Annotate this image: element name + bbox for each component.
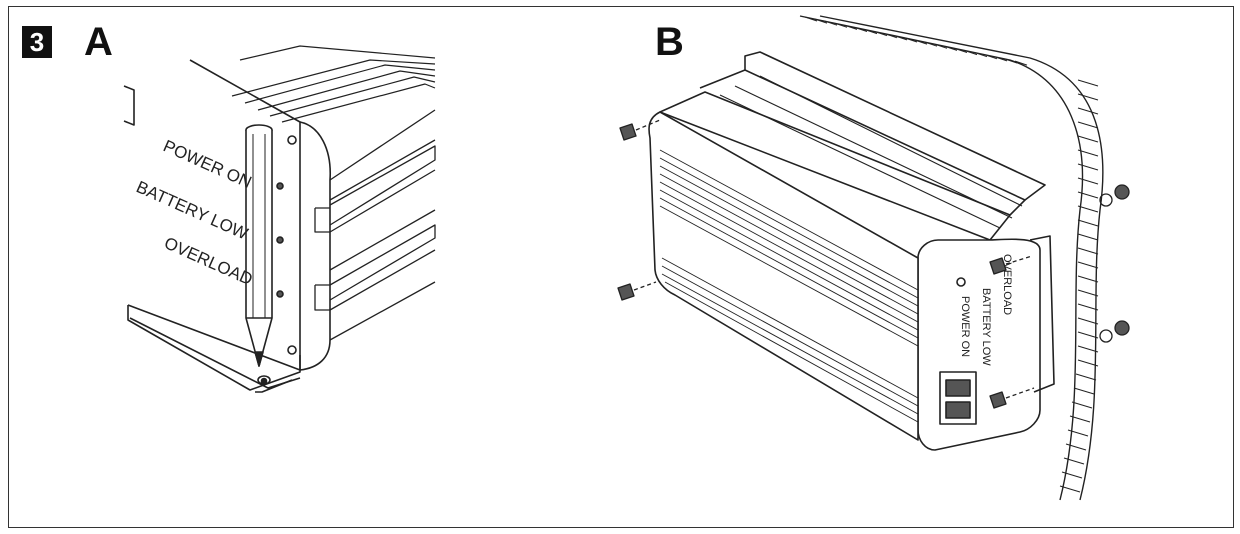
inverter-base-plate bbox=[127, 305, 301, 391]
panel-b-letter: B bbox=[655, 20, 684, 64]
mounting-flange bbox=[1029, 235, 1055, 393]
panel-a-labels: POWER ON BATTERY LOW OVERLOAD bbox=[133, 136, 255, 289]
panel-a-letter: A bbox=[84, 20, 113, 64]
panel-b-labels: POWER ON BATTERY LOW OVERLOAD bbox=[959, 254, 1013, 366]
mounting-screws bbox=[617, 119, 1130, 409]
side-fins bbox=[659, 149, 919, 423]
terminal-block bbox=[939, 371, 977, 425]
inverter-long-side bbox=[648, 111, 919, 441]
end-cap bbox=[299, 121, 331, 371]
inverter-end-face bbox=[917, 238, 1041, 451]
panel-b-drawing bbox=[617, 15, 1130, 501]
led-indicator bbox=[956, 277, 966, 287]
panel-a-label-power-on: POWER ON bbox=[160, 136, 254, 192]
panel-b-label-overload: OVERLOAD bbox=[1001, 254, 1013, 315]
step-number-badge: 3 bbox=[22, 26, 52, 58]
panel-a-label-battery-low: BATTERY LOW bbox=[133, 177, 250, 243]
pencil bbox=[245, 124, 273, 367]
top-fins bbox=[231, 45, 436, 123]
inverter-face-panel bbox=[127, 59, 301, 371]
side-profile bbox=[314, 109, 436, 341]
wall-section bbox=[799, 15, 1104, 501]
wall-hatching bbox=[804, 16, 1099, 493]
panel-a-drawing bbox=[123, 45, 436, 393]
panel-b-label-power-on: POWER ON bbox=[959, 296, 971, 357]
panel-b-label-battery-low: BATTERY LOW bbox=[980, 288, 992, 366]
